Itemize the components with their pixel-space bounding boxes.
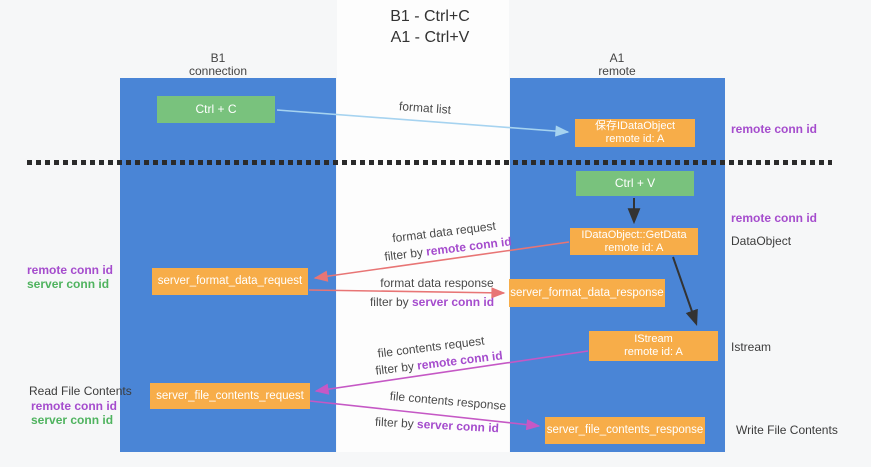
label-remote-conn-id-left-2: remote conn id <box>31 399 118 413</box>
label-server-conn-id-left-1: server conn id <box>27 277 110 291</box>
node-file-req-label: server_file_contents_request <box>156 389 304 402</box>
node-ctrl-v-label: Ctrl + V <box>614 176 656 190</box>
label-remote-conn-id-left-1: remote conn id <box>27 263 114 277</box>
diagram-title: B1 - Ctrl+C A1 - Ctrl+V <box>330 6 530 48</box>
label-istream: Istream <box>731 340 772 354</box>
label-write-file-contents: Write File Contents <box>736 423 838 437</box>
node-ctrl-c-label: Ctrl + C <box>195 102 237 116</box>
node-istream: IStream remote id: A <box>589 331 718 361</box>
node-server-file-contents-request: server_file_contents_request <box>150 383 310 409</box>
server-conn-id-text: server conn id <box>411 295 495 309</box>
node-fmt-resp-label: server_format_data_response <box>510 286 664 299</box>
filter-by-text: filter by <box>374 414 418 431</box>
node-server-file-contents-response: server_file_contents_response <box>545 417 705 444</box>
node-file-resp-label: server_file_contents_response <box>546 424 704 436</box>
node-saved-line1: 保存IDataObject <box>594 120 676 132</box>
node-ctrl-c: Ctrl + C <box>157 96 275 123</box>
label-remote-conn-id-top-right: remote conn id <box>731 122 818 136</box>
node-server-format-data-response: server_format_data_response <box>509 279 665 307</box>
label-server-conn-id-left-2: server conn id <box>31 413 114 427</box>
label-dataobject: DataObject <box>731 234 792 248</box>
node-getdata-line2: remote id: A <box>604 241 664 254</box>
clipboard-boundary-dashed-line <box>27 160 832 165</box>
node-saved-idataobject: 保存IDataObject remote id: A <box>575 119 695 147</box>
node-server-format-data-request: server_format_data_request <box>152 268 308 295</box>
lane-header-a1: A1 remote <box>557 52 677 78</box>
node-ctrl-v: Ctrl + V <box>576 171 694 196</box>
lane-b1-subtitle: connection <box>188 64 248 78</box>
node-fmt-req-label: server_format_data_request <box>157 275 303 287</box>
label-format-data-response: format data response <box>380 276 494 290</box>
label-format-data-response-filter: filter by server conn id <box>370 295 494 309</box>
title-line-2: A1 - Ctrl+V <box>390 29 470 46</box>
lane-a1-subtitle: remote <box>598 64 636 78</box>
node-istream-line1: IStream <box>634 333 673 345</box>
lane-a1-name: A1 <box>609 51 625 65</box>
lane-header-b1: B1 connection <box>158 52 278 78</box>
label-remote-conn-id-mid-right: remote conn id <box>731 211 818 225</box>
node-istream-line2: remote id: A <box>624 346 683 358</box>
title-line-1: B1 - Ctrl+C <box>390 8 470 25</box>
node-idataobject-getdata: IDataObject::GetData remote id: A <box>570 228 698 255</box>
label-read-file-contents: Read File Contents <box>29 384 132 398</box>
filter-by-text: filter by <box>369 295 412 309</box>
node-getdata-line1: IDataObject::GetData <box>581 228 687 241</box>
lane-b1-name: B1 <box>210 51 226 65</box>
node-saved-line2: remote id: A <box>605 133 665 145</box>
